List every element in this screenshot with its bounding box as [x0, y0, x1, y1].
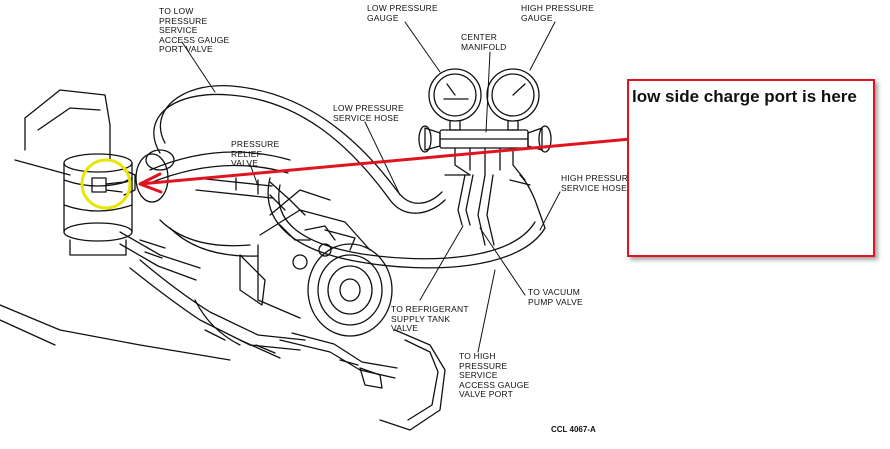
- highlight-circle: [80, 158, 132, 210]
- engine-bay-outline: [0, 89, 231, 361]
- center-manifold: [418, 125, 552, 186]
- low-pressure-service-hose: [153, 85, 446, 214]
- label-high-pressure-service-hose: HIGH PRESSURE SERVICE HOSE: [561, 173, 634, 193]
- high-pressure-gauge: [486, 68, 540, 131]
- pressure-relief-valve: [195, 177, 306, 216]
- high-pressure-service-hose: [267, 174, 546, 269]
- label-low-pressure-service-hose: LOW PRESSURE SERVICE HOSE: [333, 103, 404, 123]
- label-center-manifold: CENTER MANIFOLD: [461, 32, 507, 52]
- annotation-arrow: [139, 130, 708, 186]
- center-hoses: [457, 174, 495, 246]
- label-high-pressure-gauge: HIGH PRESSURE GAUGE: [521, 3, 594, 23]
- figure-code: CCL 4067-A: [551, 425, 596, 434]
- label-pressure-relief-valve: PRESSURE RELIEF VALVE: [231, 139, 280, 168]
- annotation-arrowhead: [138, 172, 163, 194]
- leader-lines: [181, 21, 561, 353]
- accumulator: [63, 153, 133, 256]
- frame-bracket: [339, 329, 446, 431]
- label-to-low-pressure-port: TO LOW PRESSURE SERVICE ACCESS GAUGE POR…: [159, 6, 230, 54]
- callout-text: low side charge port is here: [632, 87, 857, 106]
- low-side-charge-port: [91, 149, 175, 203]
- label-low-pressure-gauge: LOW PRESSURE GAUGE: [367, 3, 438, 23]
- low-pressure-gauge: [428, 68, 482, 131]
- label-to-high-pressure-port: TO HIGH PRESSURE SERVICE ACCESS GAUGE VA…: [459, 351, 530, 399]
- callout-box: [627, 79, 875, 257]
- annotation-overlay: [80, 130, 708, 210]
- label-to-refrigerant-tank: TO REFRIGERANT SUPPLY TANK VALVE: [391, 304, 469, 333]
- label-to-vacuum-pump: TO VACUUM PUMP VALVE: [528, 287, 583, 307]
- suction-lines: [119, 231, 306, 359]
